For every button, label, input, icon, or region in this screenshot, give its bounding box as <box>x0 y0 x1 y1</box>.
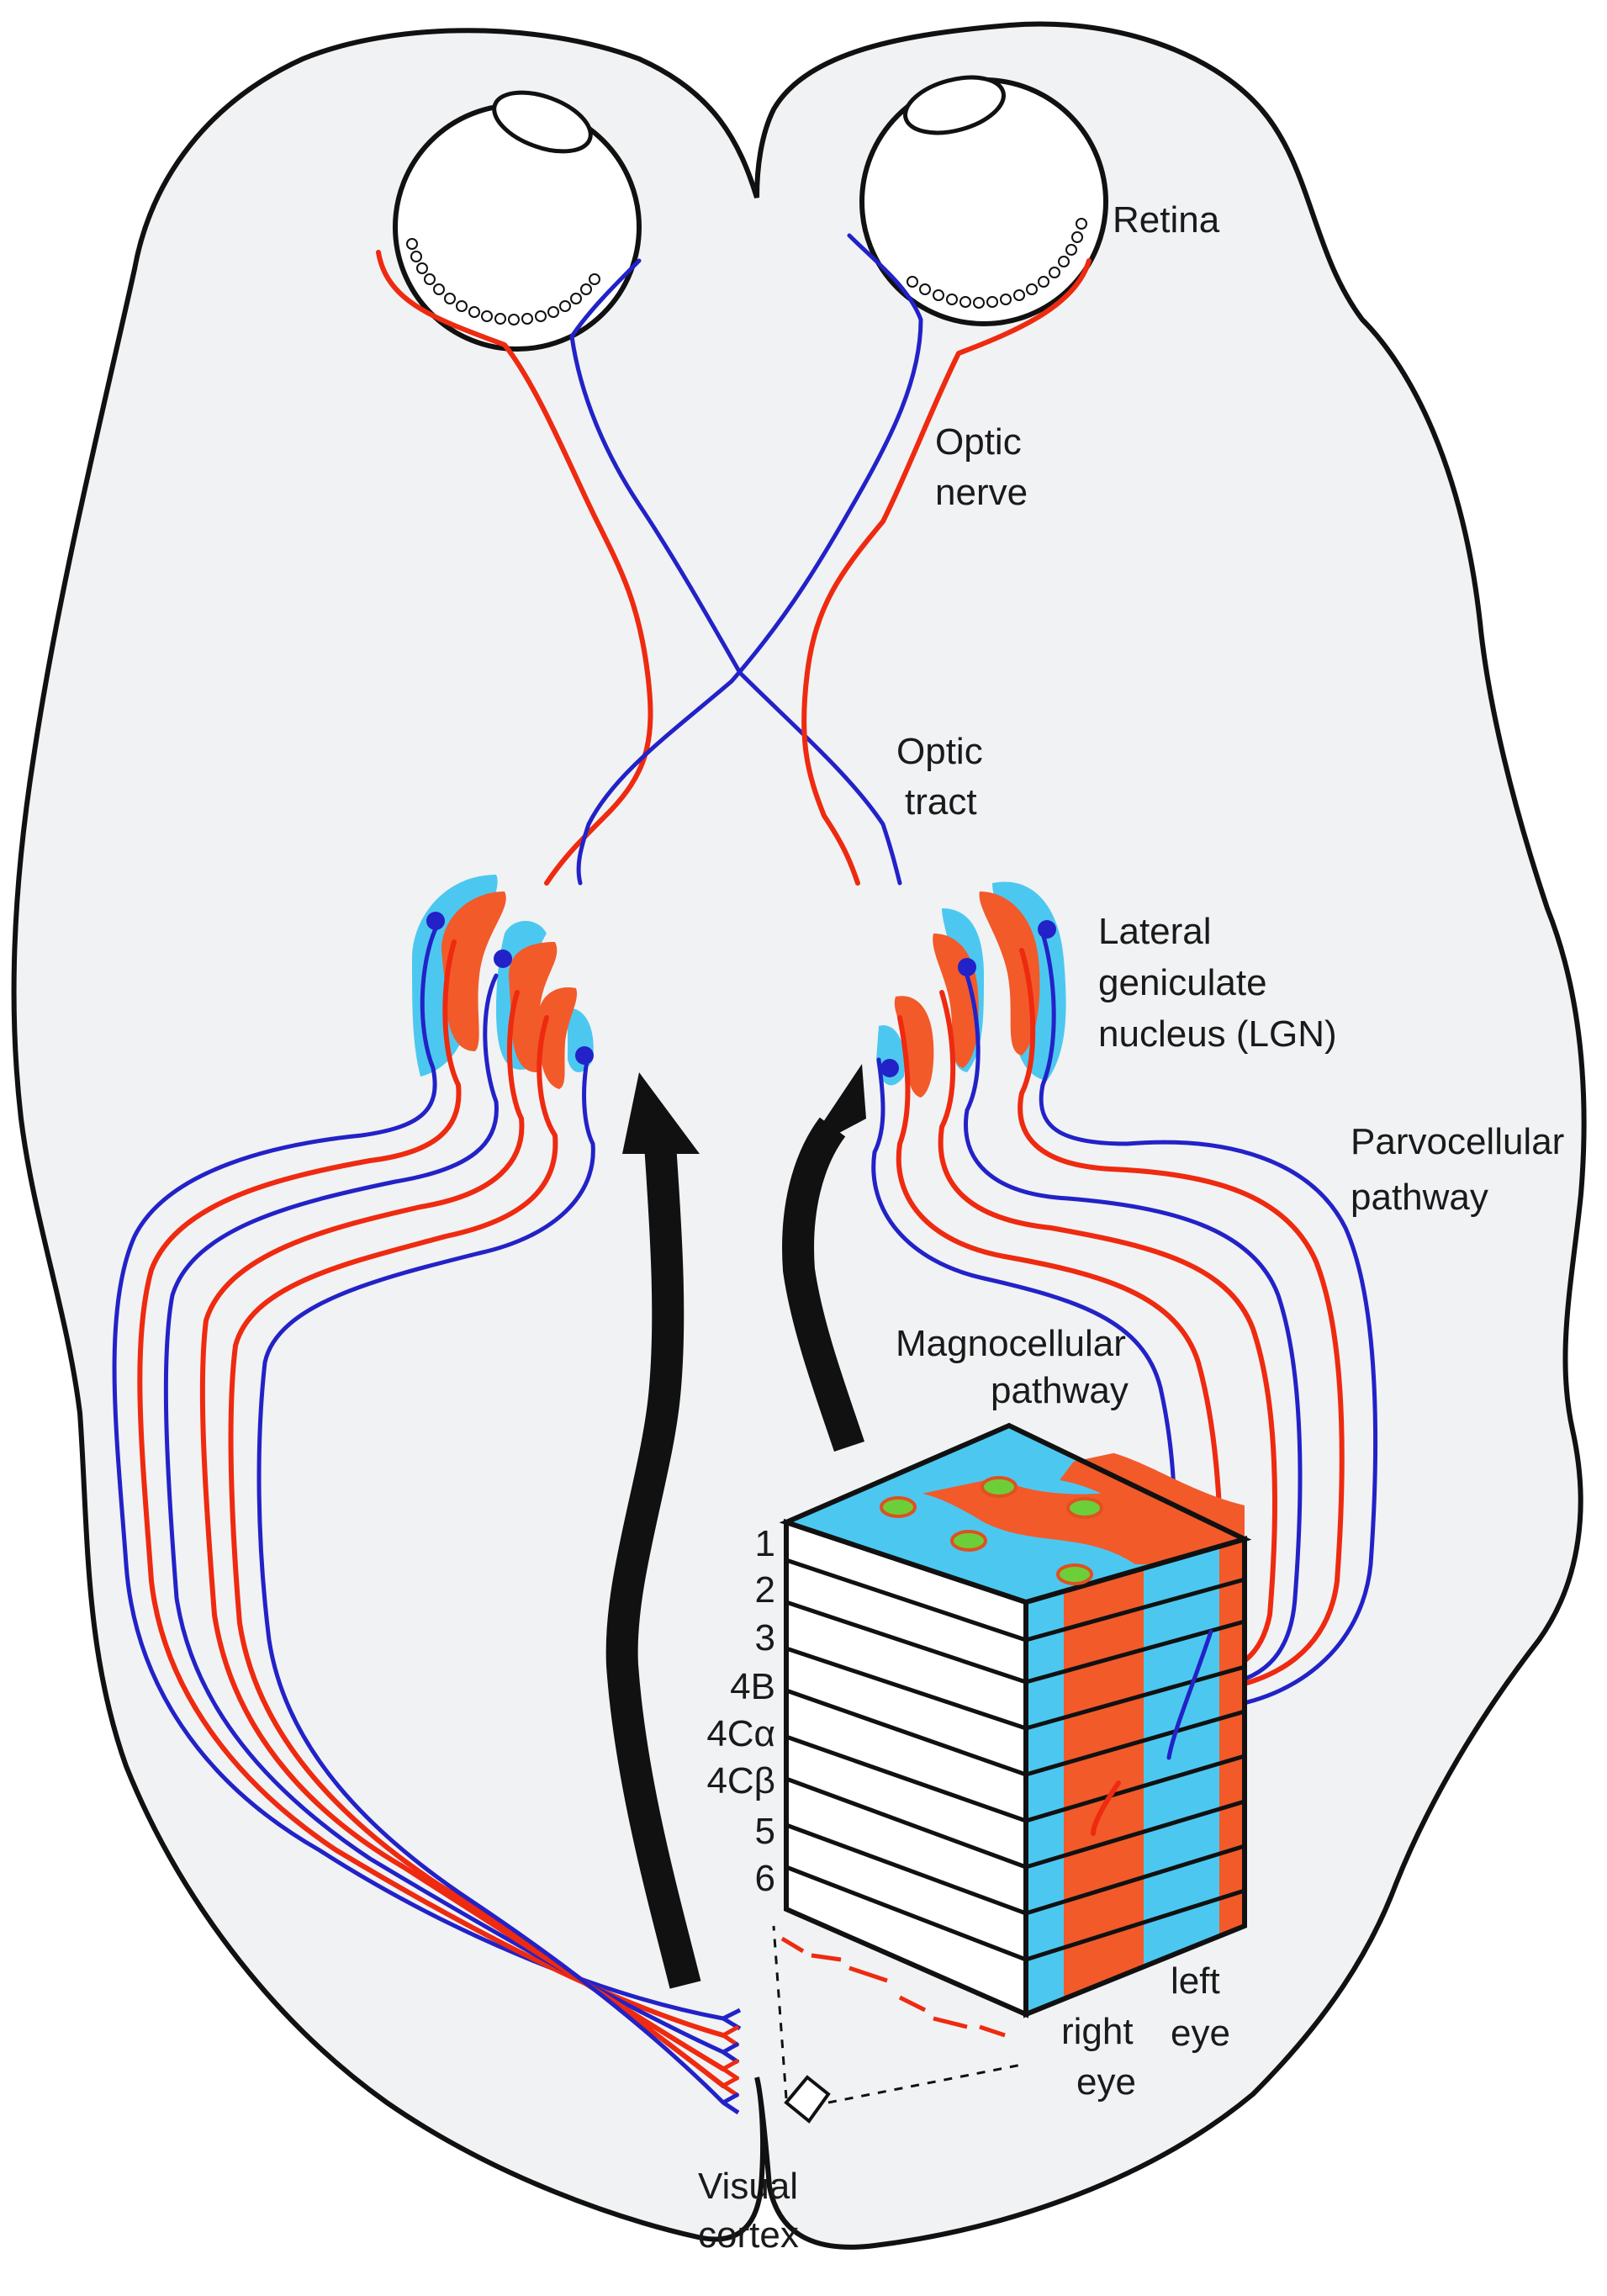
label-lgn-3: nucleus (LGN) <box>1098 1013 1337 1055</box>
cytochrome-oxidase-blobs <box>880 1476 1103 1585</box>
labels: Retina Optic nerve Optic tract Lateral g… <box>698 199 1564 2256</box>
layer-label: 3 <box>755 1617 775 1659</box>
label-optic-tract-2: tract <box>905 781 977 823</box>
label-optic-nerve-2: nerve <box>935 472 1028 513</box>
label-parvo-2: pathway <box>1351 1177 1488 1218</box>
cortical-layer-labels: 1 2 3 4B 4Cα 4Cβ 5 6 <box>706 1523 775 1899</box>
parvocellular-arrow <box>782 1064 866 1452</box>
label-left-eye-1: left <box>1171 1960 1220 2002</box>
magnocellular-arrow <box>605 1072 701 1989</box>
left-eye <box>393 90 642 352</box>
layer-label: 2 <box>755 1569 775 1611</box>
label-optic-tract-1: Optic <box>896 731 983 772</box>
layer-dividers-front <box>785 1558 1027 1962</box>
layer-label: 6 <box>755 1858 775 1899</box>
layer-label: 4Cα <box>706 1713 775 1754</box>
cortical-block <box>779 1422 1252 2018</box>
label-lgn-2: geniculate <box>1098 962 1267 1003</box>
layer-label: 4Cβ <box>706 1760 775 1801</box>
label-lgn-1: Lateral <box>1098 911 1212 952</box>
left-retina <box>406 238 600 325</box>
layer-label: 1 <box>755 1523 775 1564</box>
label-right-eye-2: eye <box>1076 2061 1136 2103</box>
label-retina: Retina <box>1113 199 1220 241</box>
cortex-sample <box>772 1925 1023 2124</box>
label-optic-nerve-1: Optic <box>935 421 1022 463</box>
label-visual-cortex-1: Visual <box>698 2166 798 2207</box>
right-retina <box>907 218 1087 309</box>
label-magno-1: Magnocellular <box>896 1323 1126 1364</box>
label-parvo-1: Parvocellular <box>1351 1121 1564 1162</box>
right-eye <box>859 75 1108 326</box>
layer-label: 5 <box>755 1811 775 1852</box>
left-eye-pathway <box>376 250 902 886</box>
label-left-eye-2: eye <box>1171 2013 1230 2054</box>
layer-dividers-side <box>1025 1577 1245 1962</box>
right-eye-pathway <box>576 233 1092 886</box>
label-right-eye-1: right <box>1061 2011 1134 2052</box>
label-magno-2: pathway <box>991 1370 1129 1411</box>
left-optic-radiations <box>112 923 742 2115</box>
layer-label: 4B <box>730 1666 775 1707</box>
label-visual-cortex-2: cortex <box>698 2214 799 2256</box>
